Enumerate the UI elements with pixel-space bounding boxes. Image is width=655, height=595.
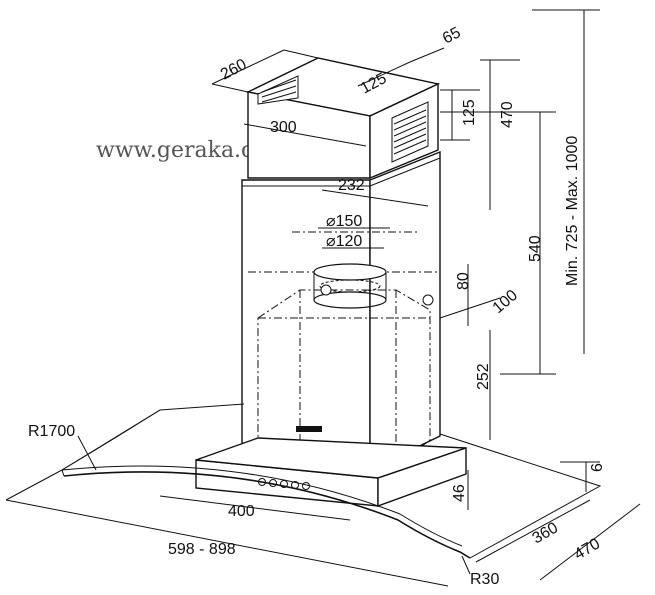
label-inner-depth: 360 (530, 519, 562, 547)
label-body-height: 252 (475, 363, 492, 390)
label-lower-height: 540 (527, 235, 544, 262)
mount-screw-icon (422, 294, 434, 306)
label-vent-width: 65 (440, 24, 464, 47)
label-total-width: 598 - 898 (168, 541, 236, 558)
brand-plate (296, 426, 322, 432)
curved-glass (61, 403, 602, 559)
label-chimney-depth: 260 (218, 56, 250, 84)
label-corner-radius: R30 (470, 571, 499, 588)
label-control-height: 46 (451, 484, 468, 502)
label-control-width: 400 (228, 503, 255, 520)
label-glass-thickness: 6 (589, 463, 606, 472)
label-chimney-width: 300 (270, 119, 297, 136)
label-total-depth: 470 (572, 535, 604, 563)
label-total-height: Min. 725 - Max. 1000 (564, 136, 581, 286)
canopy-side (377, 447, 467, 507)
lower-chimney (241, 150, 441, 472)
upper-chimney (245, 57, 441, 180)
label-outlet-inner-dia: ⌀120 (326, 233, 362, 250)
label-glass-radius: R1700 (28, 423, 75, 440)
lower-chimney-side (369, 150, 441, 472)
label-upper-height: 470 (499, 101, 516, 128)
label-vent-height: 125 (461, 99, 478, 126)
side-vent-icon (391, 101, 429, 163)
mount-screw-icon (320, 284, 332, 296)
dimension-lines (5, 9, 641, 587)
label-outlet-outer-dia: ⌀150 (326, 213, 362, 230)
label-outlet-span: 232 (338, 177, 365, 194)
label-outlet-depth: 100 (490, 287, 521, 317)
outlet-collar (313, 263, 434, 309)
top-vent-icon (257, 75, 299, 105)
label-outlet-height: 80 (455, 272, 472, 290)
